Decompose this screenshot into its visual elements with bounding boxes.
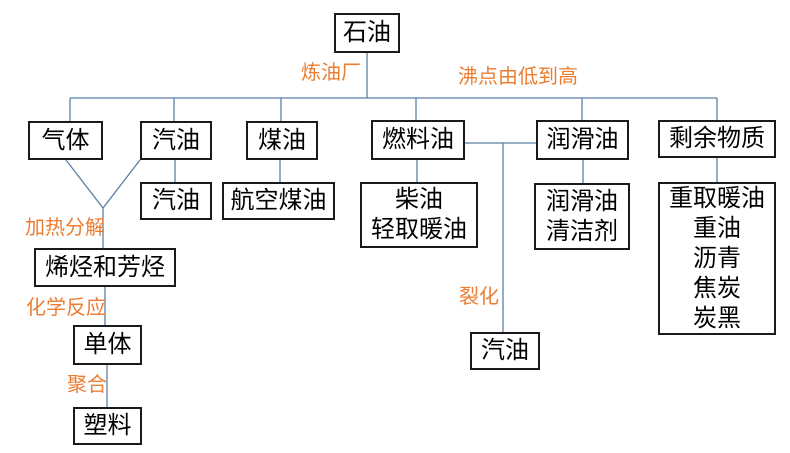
node-gasoline-fraction: 汽油 — [140, 121, 212, 160]
label-thermal-decomposition: 加热分解 — [25, 217, 105, 239]
node-line: 清洁剂 — [546, 217, 618, 245]
label-cracking: 裂化 — [459, 286, 499, 308]
node-lubricating-oil: 润滑油 — [536, 120, 629, 160]
label-polymerization: 聚合 — [67, 374, 107, 396]
label-chemical-reaction: 化学反应 — [26, 297, 106, 319]
node-gasoline-product: 汽油 — [140, 182, 212, 220]
connector-merge-v — [65, 159, 141, 210]
node-line: 炭黑 — [693, 304, 741, 332]
label-boiling-order: 沸点由低到高 — [458, 66, 578, 88]
node-line: 轻取暖油 — [371, 216, 467, 243]
node-line: 焦炭 — [693, 274, 741, 302]
node-lubricating-oil-products: 润滑油 清洁剂 — [534, 183, 630, 250]
node-plastic: 塑料 — [73, 407, 142, 445]
node-line: 重取暖油 — [669, 184, 765, 212]
node-line: 沥青 — [693, 244, 741, 272]
node-aviation-kerosene: 航空煤油 — [222, 182, 335, 220]
node-gas: 气体 — [28, 121, 103, 160]
node-fuel-oil-products: 柴油 轻取暖油 — [360, 182, 478, 248]
node-line: 重油 — [693, 214, 741, 242]
node-line: 润滑油 — [546, 187, 618, 215]
node-kerosene: 煤油 — [246, 121, 318, 160]
label-refinery: 炼油厂 — [301, 62, 361, 84]
node-petroleum: 石油 — [334, 13, 400, 53]
node-fuel-oil: 燃料油 — [371, 120, 465, 160]
node-monomer: 单体 — [73, 325, 142, 365]
node-residual-products: 重取暖油 重油 沥青 焦炭 炭黑 — [658, 182, 776, 335]
node-line: 柴油 — [395, 186, 443, 213]
node-cracked-gasoline: 汽油 — [470, 332, 540, 370]
node-olefins-aromatics: 烯烃和芳烃 — [34, 248, 176, 287]
node-residual-material: 剩余物质 — [658, 120, 776, 158]
